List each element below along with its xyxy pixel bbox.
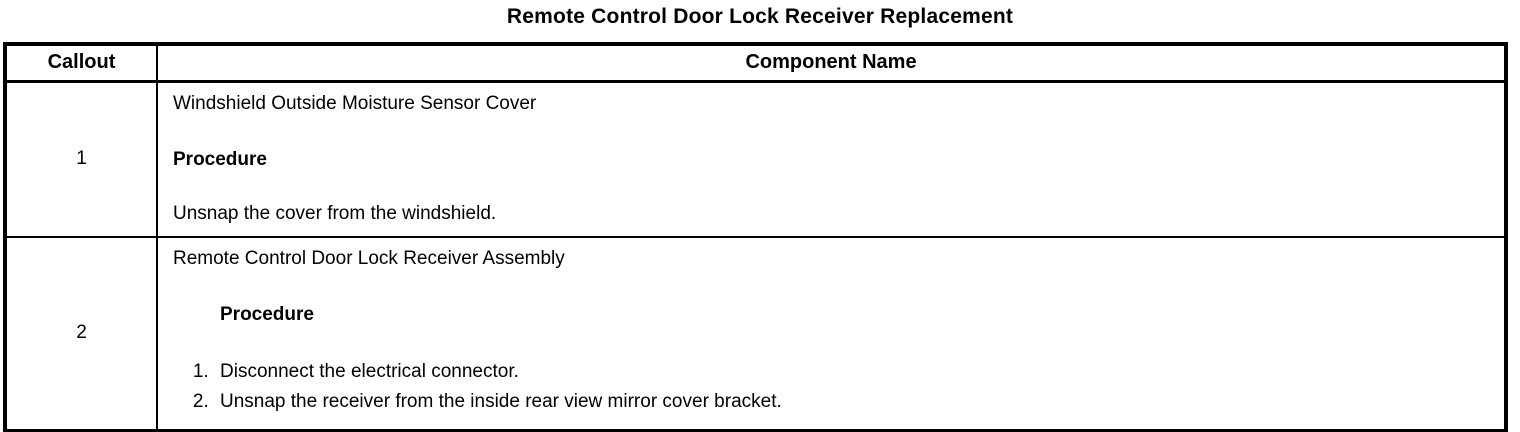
callout-number: 1 bbox=[4, 80, 158, 238]
component-name-column-header: Component Name bbox=[156, 43, 1507, 83]
component-name: Windshield Outside Moisture Sensor Cover bbox=[173, 92, 537, 114]
procedure-label: Procedure bbox=[220, 303, 314, 325]
procedure-step: Disconnect the electrical connector. bbox=[214, 357, 1494, 387]
procedure-steps-list: Disconnect the electrical connector. Uns… bbox=[173, 357, 1494, 417]
page-title: Remote Control Door Lock Receiver Replac… bbox=[506, 5, 1014, 28]
component-name: Remote Control Door Lock Receiver Assemb… bbox=[173, 247, 565, 269]
callout-column-header: Callout bbox=[4, 43, 158, 83]
procedure-label: Procedure bbox=[173, 148, 267, 170]
table-row: 1 Windshield Outside Moisture Sensor Cov… bbox=[4, 80, 1507, 238]
procedure-instruction: Unsnap the cover from the windshield. bbox=[173, 202, 497, 224]
callout-table: Callout Component Name 1 Windshield Outs… bbox=[3, 42, 1508, 432]
component-cell: Windshield Outside Moisture Sensor Cover… bbox=[156, 80, 1507, 238]
header-row: Callout Component Name bbox=[4, 43, 1507, 83]
callout-number: 2 bbox=[4, 235, 158, 432]
table-row: 2 Remote Control Door Lock Receiver Asse… bbox=[4, 235, 1507, 432]
component-cell: Remote Control Door Lock Receiver Assemb… bbox=[156, 235, 1507, 432]
procedure-step: Unsnap the receiver from the inside rear… bbox=[214, 387, 1494, 417]
